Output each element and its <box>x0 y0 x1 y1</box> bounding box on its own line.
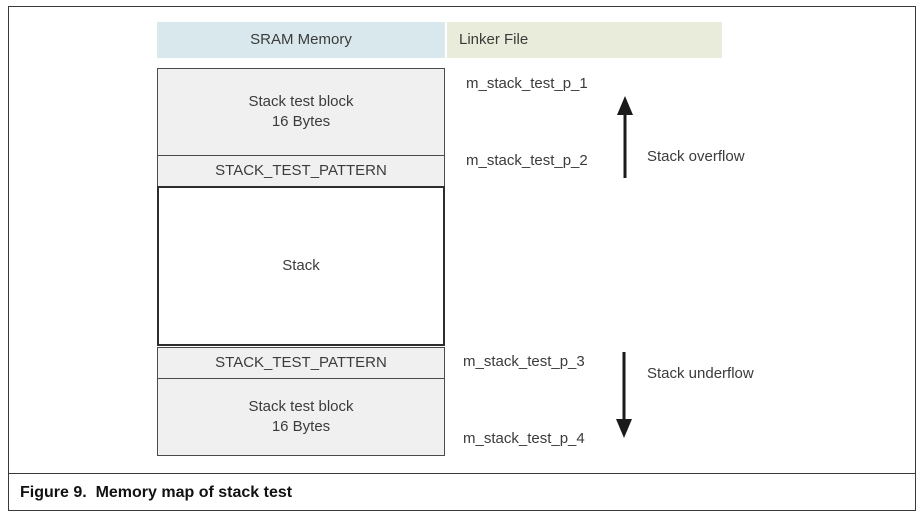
column-header-linker-file: Linker File <box>447 22 722 58</box>
memory-block-stack: Stack <box>157 186 445 346</box>
linker-symbol-m-stack-test-p-3: m_stack_test_p_3 <box>463 353 585 370</box>
column-header-sram-memory: SRAM Memory <box>157 22 445 58</box>
memory-block-label-line1: Stack test block <box>248 92 354 110</box>
memory-block-label-line1: Stack test block <box>248 397 354 415</box>
linker-symbol-m-stack-test-p-1: m_stack_test_p_1 <box>466 75 588 92</box>
memory-block-label-line1: STACK_TEST_PATTERN <box>215 161 387 179</box>
arrow-up-icon <box>617 96 633 178</box>
memory-block-label-line2: 16 Bytes <box>271 418 331 435</box>
memory-block-stack-test-block-top: Stack test block 16 Bytes <box>157 68 445 156</box>
memory-block-stack-test-pattern-top: STACK_TEST_PATTERN <box>157 155 445 187</box>
linker-symbol-m-stack-test-p-2: m_stack_test_p_2 <box>466 152 588 169</box>
figure-caption: Figure 9. Memory map of stack test <box>20 484 293 501</box>
memory-block-label-line1: Stack <box>282 256 320 274</box>
memory-block-label-line2: 16 Bytes <box>271 113 331 130</box>
annotation-stack-underflow: Stack underflow <box>647 365 754 382</box>
memory-block-label-line1: STACK_TEST_PATTERN <box>215 353 387 371</box>
memory-block-stack-test-block-bottom: Stack test block 16 Bytes <box>157 378 445 456</box>
caption-divider-top <box>8 473 916 474</box>
caption-divider-bottom <box>8 510 916 511</box>
annotation-stack-overflow: Stack overflow <box>647 148 745 165</box>
figure-border <box>8 6 916 511</box>
memory-block-stack-test-pattern-bottom: STACK_TEST_PATTERN <box>157 347 445 379</box>
linker-symbol-m-stack-test-p-4: m_stack_test_p_4 <box>463 430 585 447</box>
arrow-down-icon <box>616 352 632 438</box>
